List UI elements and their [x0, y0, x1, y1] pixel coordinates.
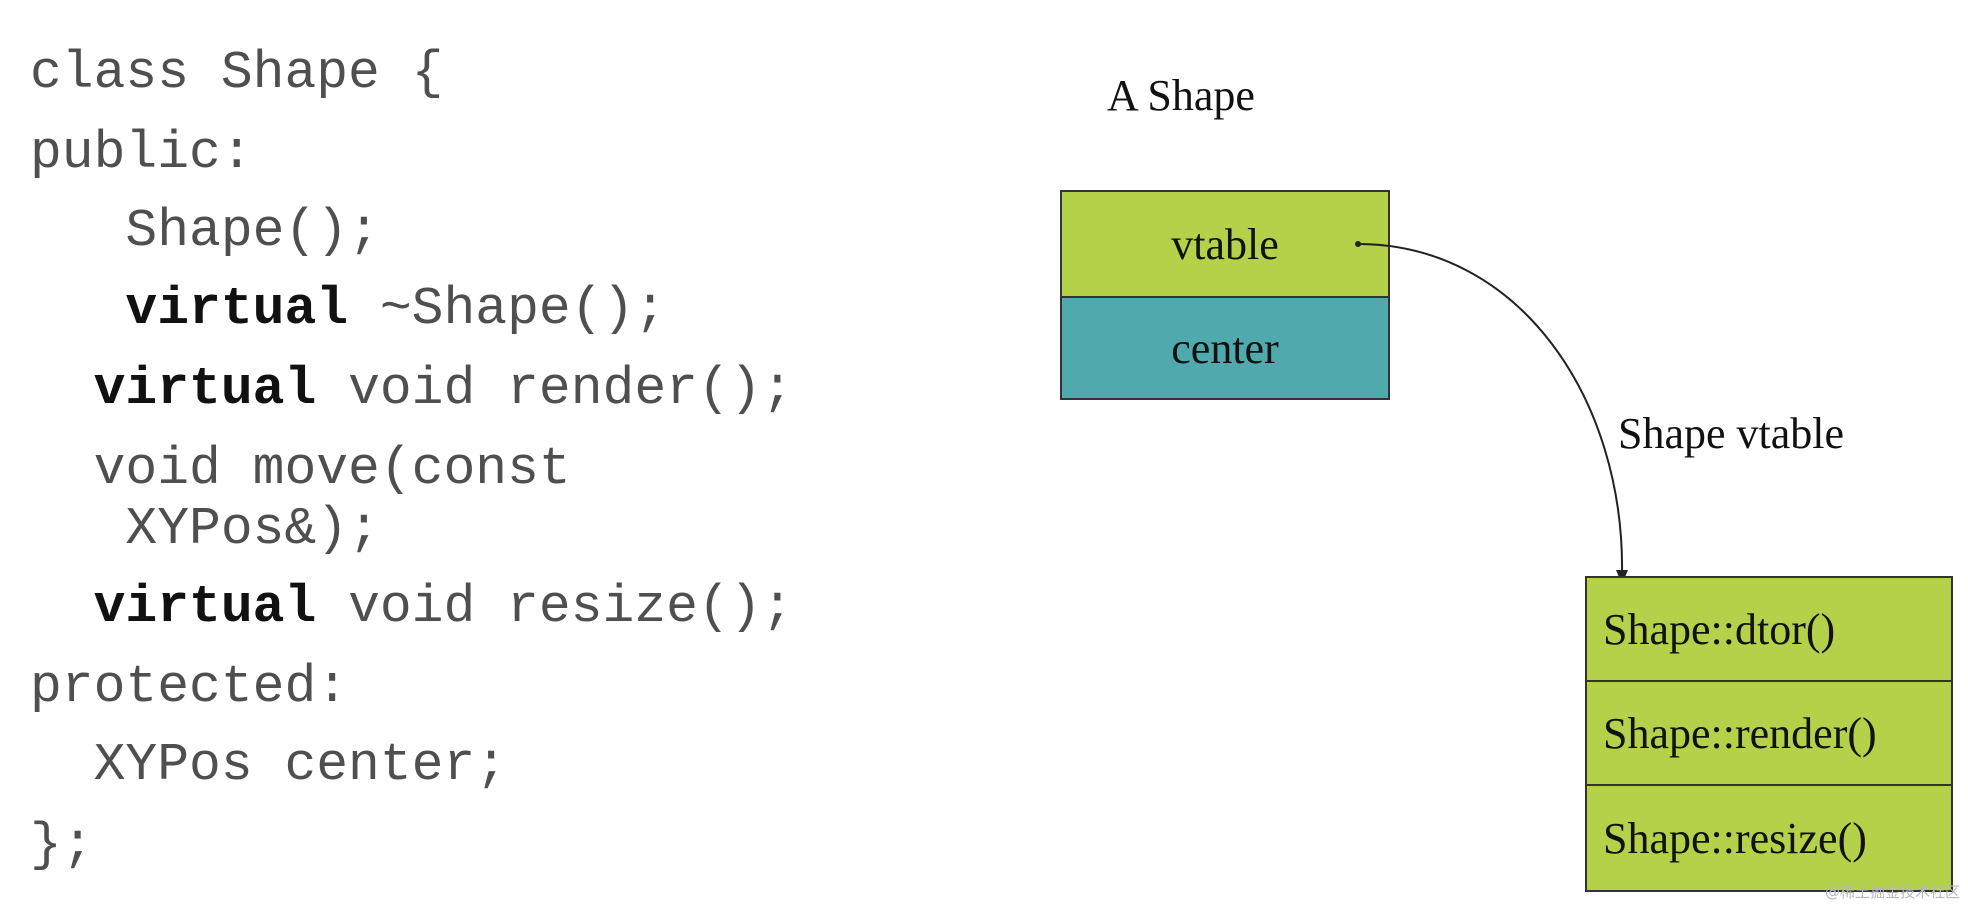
- code-line: virtual ~Shape();: [30, 278, 666, 340]
- field-center: center: [1060, 296, 1390, 400]
- code-line: void move(const: [30, 438, 571, 500]
- code-text: class Shape {: [30, 43, 444, 103]
- field-center-label: center: [1171, 323, 1279, 373]
- watermark: @稀土掘金技术社区: [1824, 883, 1960, 901]
- vtable-title: Shape vtable: [1618, 409, 1845, 458]
- vtable-entry-render: Shape::render(): [1585, 680, 1953, 786]
- object-title: A Shape: [1107, 71, 1255, 120]
- code-text: Shape();: [30, 201, 380, 261]
- code-keyword: virtual: [93, 577, 317, 637]
- code-line: public:: [30, 122, 253, 184]
- vtable-entry-render-label: Shape::render(): [1603, 708, 1877, 758]
- code-line: };: [30, 814, 94, 876]
- vtable-entry-resize-label: Shape::resize(): [1603, 813, 1867, 863]
- code-text: void render();: [316, 359, 794, 419]
- code-text: XYPos center;: [30, 735, 508, 795]
- code-line: virtual void render();: [30, 358, 794, 420]
- code-text: protected:: [30, 657, 349, 717]
- code-text: void resize();: [316, 577, 794, 637]
- code-text: };: [30, 815, 94, 875]
- vtable-entry-dtor-label: Shape::dtor(): [1603, 604, 1836, 654]
- code-line: protected:: [30, 656, 348, 718]
- code-line: XYPos center;: [30, 734, 507, 796]
- code-line: class Shape {: [30, 42, 443, 104]
- code-keyword: virtual: [93, 359, 317, 419]
- field-vtable-label: vtable: [1171, 219, 1279, 269]
- code-line: XYPos&);: [30, 498, 380, 560]
- vtable-entry-dtor: Shape::dtor(): [1585, 576, 1953, 682]
- code-text: void move(const: [30, 439, 571, 499]
- field-vtable: vtable: [1060, 190, 1390, 298]
- code-text: ~Shape();: [348, 279, 667, 339]
- code-line: Shape();: [30, 200, 380, 262]
- code-line: virtual void resize();: [30, 576, 794, 638]
- code-text: XYPos&);: [30, 499, 380, 559]
- vtable-entry-resize: Shape::resize(): [1585, 784, 1953, 892]
- code-text: public:: [30, 123, 253, 183]
- code-keyword: virtual: [125, 279, 349, 339]
